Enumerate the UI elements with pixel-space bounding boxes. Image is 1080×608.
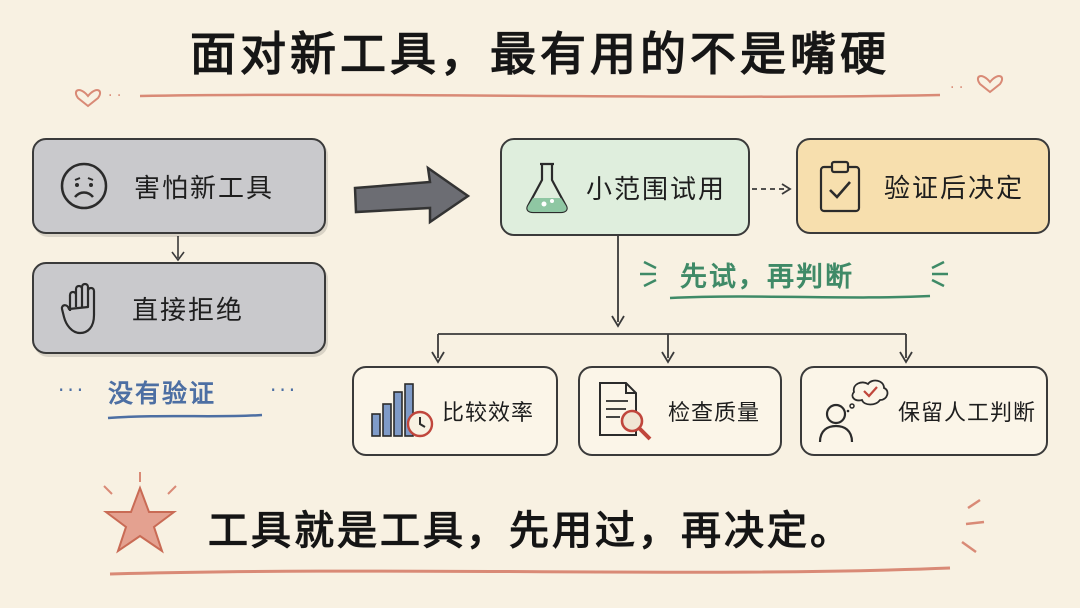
big-arrow-icon: [353, 165, 471, 225]
dots-blue-left: ···: [58, 378, 87, 402]
reject-label: 直接拒绝: [132, 295, 245, 326]
clipboard-check-icon: [818, 159, 862, 213]
decide-label: 验证后决定: [884, 173, 1025, 204]
flask-icon: [524, 160, 570, 214]
heart-icon-left: [74, 89, 102, 108]
fear-label: 害怕新工具: [134, 173, 275, 204]
document-magnifier-icon: [596, 381, 654, 441]
sparkle-icon: [961, 498, 985, 554]
fear-box: 害怕新工具: [32, 138, 326, 234]
title-underline: [139, 93, 941, 98]
footer-slogan: 工具就是工具，先用过，再决定。: [208, 508, 853, 554]
outcome-human-box: 保留人工判断: [800, 366, 1048, 456]
chart-clock-icon: [368, 382, 434, 440]
dots-blue-right: ···: [270, 378, 299, 402]
star-icon: [103, 472, 177, 554]
outcome-efficiency-box: 比较效率: [352, 366, 558, 456]
footer-underline: [109, 566, 951, 576]
page-title: 面对新工具，最有用的不是嘴硬: [190, 27, 890, 81]
outcome-efficiency-label: 比较效率: [442, 401, 535, 426]
decide-box: 验证后决定: [796, 138, 1050, 234]
sad-face-icon: [58, 160, 110, 212]
emphasis-marks-left: [640, 260, 657, 288]
heart-icon-right: [976, 75, 1004, 94]
trial-box: 小范围试用: [500, 138, 750, 236]
no-verification-note: 没有验证: [108, 379, 217, 408]
try-then-judge-note: 先试，再判断: [680, 262, 854, 293]
trial-label: 小范围试用: [586, 174, 727, 205]
dots-left: · ·: [108, 88, 121, 104]
outcome-human-label: 保留人工判断: [898, 401, 1037, 426]
emphasis-marks-right: [931, 260, 948, 288]
dots-right: · ·: [950, 80, 963, 96]
outcome-quality-box: 检查质量: [578, 366, 782, 456]
person-thought-icon: [814, 378, 890, 444]
reject-box: 直接拒绝: [32, 262, 326, 354]
hand-stop-icon: [60, 281, 106, 335]
outcome-quality-label: 检查质量: [668, 401, 761, 426]
